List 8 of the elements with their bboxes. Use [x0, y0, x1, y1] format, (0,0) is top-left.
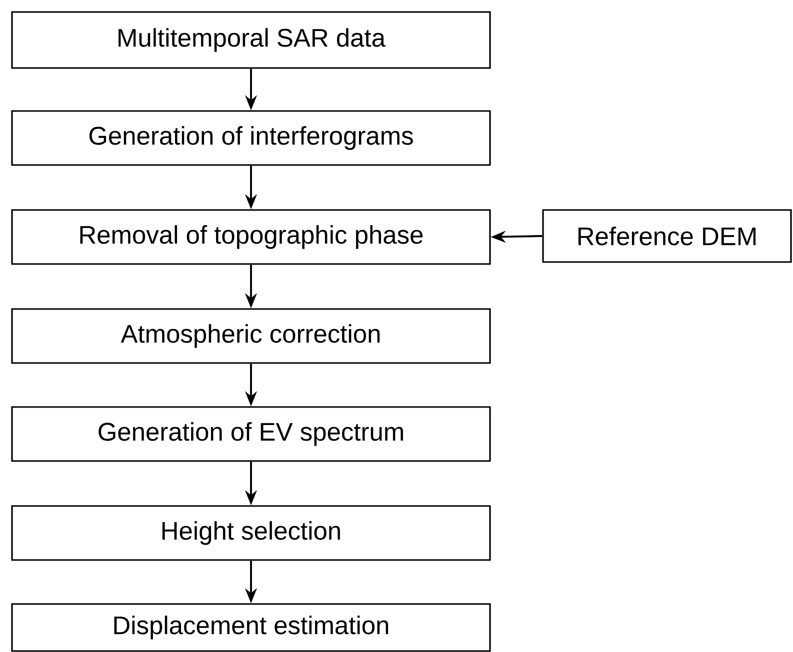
process-box: Generation of interferograms	[11, 110, 491, 166]
process-box: Displacement estimation	[11, 603, 491, 652]
process-box: Height selection	[11, 505, 491, 561]
process-box: Reference DEM	[542, 209, 792, 263]
process-box: Atmospheric correction	[11, 308, 491, 364]
process-box: Multitemporal SAR data	[11, 11, 491, 69]
process-box: Removal of topographic phase	[11, 209, 491, 265]
process-box: Generation of EV spectrum	[11, 406, 491, 462]
